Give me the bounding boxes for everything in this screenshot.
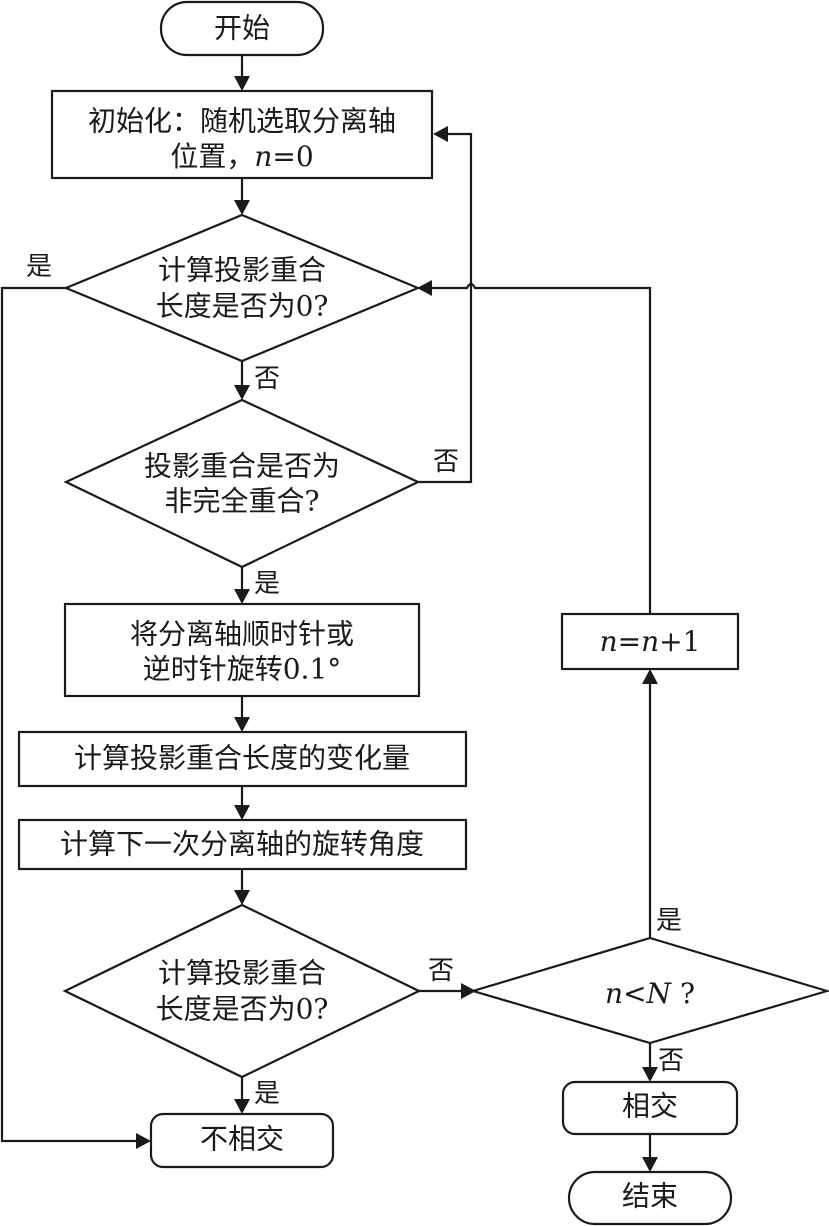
edge-label-n-yes: 是 [656, 906, 682, 936]
node-init-text-line2: 位置，n=0 [170, 140, 313, 173]
arrowhead-right-icon [136, 1133, 151, 1149]
terminal-shape [159, 0, 325, 57]
arrowhead-right-icon [461, 983, 476, 999]
inc-eq: = [618, 625, 641, 658]
check-n-q: ? [671, 977, 695, 1010]
node-rotate-line1: 将分离轴顺时针或 [130, 618, 354, 651]
arrowhead-down-icon [234, 805, 250, 820]
init-var-n: n [254, 140, 272, 173]
inc-var-n2: n [641, 625, 659, 658]
init-text-prefix: 位置， [170, 140, 254, 173]
edge-label-zero2-no: 否 [428, 956, 454, 986]
edge-increment-zero1 [430, 282, 652, 614]
node-end-text: 结束 [622, 1180, 678, 1213]
node-no-intersect-text: 不相交 [200, 1123, 284, 1156]
arrowhead-up-icon [642, 669, 658, 684]
terminal-shape [149, 1112, 335, 1169]
edge-label-zero1-yes: 是 [26, 252, 52, 282]
check-n-op: < [623, 977, 646, 1010]
decision-shape [63, 213, 421, 363]
decision-shape [469, 936, 829, 1045]
process-shape [17, 818, 468, 871]
node-init[interactable]: 初始化：随机选取分离轴 位置，n=0 [50, 89, 434, 180]
node-check-partial-line2: 非完全重合? [164, 485, 319, 518]
node-check-zero-1[interactable]: 计算投影重合 长度是否为0? [63, 213, 421, 363]
node-check-zero-1-line2: 长度是否为0? [156, 290, 329, 323]
node-no-intersect[interactable]: 不相交 [149, 1112, 335, 1169]
arrowhead-down-icon [234, 1099, 250, 1114]
node-check-zero-2[interactable]: 计算投影重合 长度是否为0? [62, 903, 422, 1079]
arrowhead-down-icon [642, 1067, 658, 1082]
node-rotate[interactable]: 将分离轴顺时针或 逆时针旋转0.1° [63, 602, 421, 698]
process-shape [17, 730, 468, 788]
arrowheads [136, 76, 658, 1172]
arrowhead-down-icon [234, 200, 250, 215]
inc-var-n: n [600, 625, 618, 658]
node-rotate-line2: 逆时针旋转0.1° [143, 653, 342, 686]
decision-shape [63, 398, 421, 569]
arrowhead-down-icon [234, 589, 250, 604]
node-start-text: 开始 [214, 12, 270, 45]
process-shape [50, 89, 434, 180]
node-check-zero-1-line1: 计算投影重合 [158, 254, 326, 287]
node-calc-angle-text: 计算下一次分离轴的旋转角度 [60, 828, 424, 861]
node-check-n-text: n<N ? [605, 977, 695, 1010]
edge-label-partial-no: 否 [433, 447, 459, 477]
arrowhead-down-icon [234, 385, 250, 400]
edge-label-n-no: 否 [658, 1046, 684, 1076]
node-intersect[interactable]: 相交 [561, 1080, 739, 1136]
node-intersect-text: 相交 [622, 1090, 678, 1123]
arrowhead-down-icon [642, 1157, 658, 1172]
arrowhead-left-icon [417, 280, 432, 296]
arrowhead-left-icon [433, 126, 448, 142]
edge-label-zero2-yes: 是 [254, 1079, 280, 1109]
node-check-zero-2-line1: 计算投影重合 [158, 957, 326, 990]
node-increment-text: n=n+1 [600, 625, 701, 658]
node-check-partial-line1: 投影重合是否为 [144, 450, 340, 483]
node-increment[interactable]: n=n+1 [560, 612, 740, 671]
init-text-suffix: =0 [272, 140, 313, 173]
terminal-shape [567, 1170, 733, 1226]
node-calc-change-text: 计算投影重合长度的变化量 [74, 742, 410, 775]
node-calc-angle[interactable]: 计算下一次分离轴的旋转角度 [17, 818, 468, 871]
edge-label-partial-yes: 是 [254, 569, 280, 599]
decision-shape [62, 903, 422, 1079]
arrowhead-down-icon [234, 717, 250, 732]
inc-plus: +1 [659, 625, 700, 658]
edge-zero1-yes-nointersect [0, 286, 138, 1143]
edge-partial-no-init [418, 132, 473, 484]
arrowhead-down-icon [234, 76, 250, 91]
edge-label-zero1-no: 否 [254, 364, 280, 394]
node-check-n[interactable]: n<N ? [469, 936, 829, 1045]
node-end[interactable]: 结束 [567, 1170, 733, 1226]
process-shape [560, 612, 740, 671]
check-n-var-N: N [646, 977, 673, 1010]
process-shape [63, 602, 421, 698]
node-init-text-line1: 初始化：随机选取分离轴 [88, 105, 396, 138]
check-n-var-n: n [605, 977, 623, 1010]
node-check-partial[interactable]: 投影重合是否为 非完全重合? [63, 398, 421, 569]
node-calc-change[interactable]: 计算投影重合长度的变化量 [17, 730, 468, 788]
node-check-zero-2-line2: 长度是否为0? [156, 993, 329, 1026]
terminal-shape [561, 1080, 739, 1136]
node-start[interactable]: 开始 [159, 0, 325, 57]
arrowhead-down-icon [234, 890, 250, 905]
